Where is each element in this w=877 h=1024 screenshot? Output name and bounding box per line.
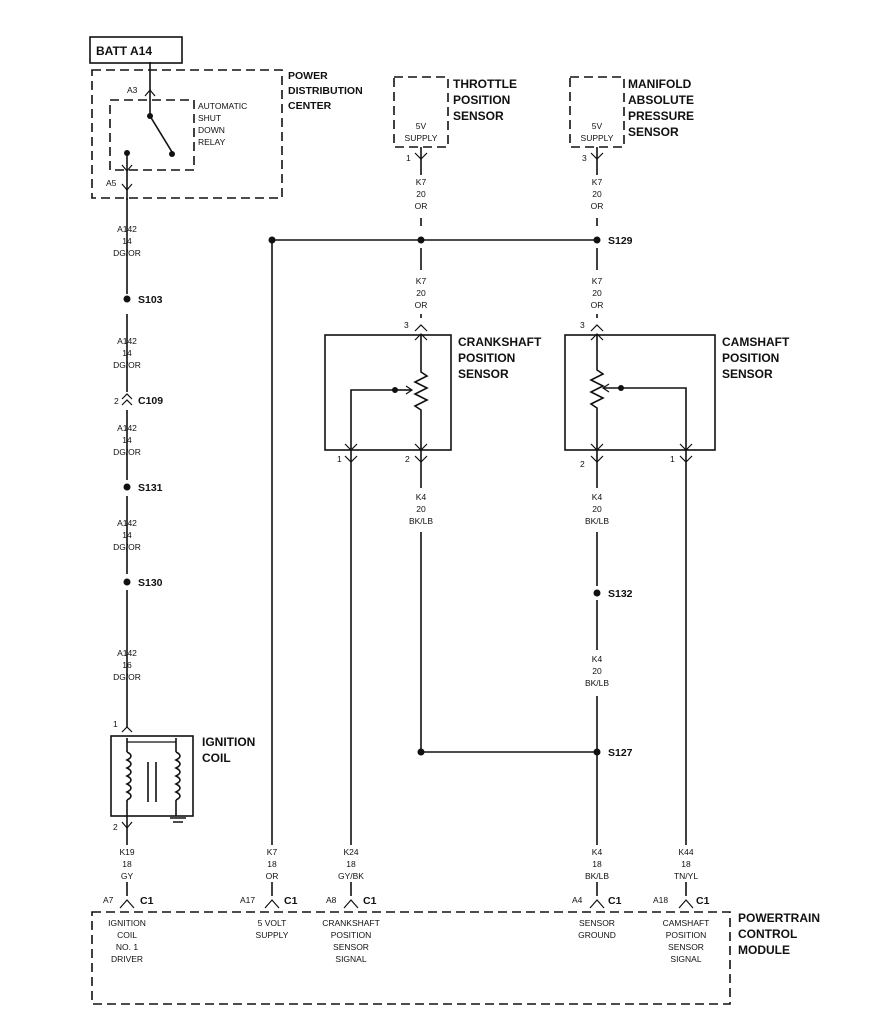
map-sensor-title: MANIFOLD ABSOLUTE PRESSURE SENSOR [628, 77, 697, 139]
map-sensor-box [569, 76, 625, 148]
svg-text:A17: A17 [240, 895, 255, 905]
relay-switch-arm [149, 115, 173, 153]
svg-text:C1: C1 [696, 895, 710, 907]
svg-text:2: 2 [113, 822, 118, 832]
svg-text:C109: C109 [138, 395, 163, 407]
svg-text:C1: C1 [363, 895, 377, 907]
svg-text:2: 2 [114, 396, 119, 406]
splice-s131 [123, 483, 131, 491]
batt-box [89, 36, 183, 64]
svg-text:A4: A4 [572, 895, 583, 905]
coil-secondary-winding [174, 751, 181, 801]
svg-text:1: 1 [337, 454, 342, 464]
cmp-title: CAMSHAFT POSITION SENSOR [722, 335, 793, 381]
splice-s129 [593, 236, 601, 244]
wire-k4-ckp [420, 450, 597, 753]
pdc-title: POWER DISTRIBUTION CENTER [288, 70, 366, 112]
coil-primary-winding [125, 751, 132, 801]
ground-icon [170, 817, 186, 823]
splice-s130 [123, 578, 131, 586]
pcm-pin-a17: A17 C1 [240, 895, 298, 909]
pdc-box [91, 69, 283, 199]
splice-s103 [123, 295, 131, 303]
svg-text:3: 3 [404, 320, 409, 330]
svg-text:2: 2 [580, 459, 585, 469]
cmp-box [564, 334, 716, 451]
batt-label: BATT A14 [96, 44, 152, 58]
ignition-coil-box [110, 735, 194, 817]
svg-text:S131: S131 [138, 482, 163, 494]
splice-s132 [593, 589, 601, 597]
pcm-pin-a8: A8 C1 [326, 895, 377, 909]
cmp-potentiometer [589, 335, 605, 450]
connector-c109 [121, 393, 133, 406]
splice-s127 [593, 748, 601, 756]
pcm-title: POWERTRAIN CONTROL MODULE [738, 911, 823, 957]
svg-text:1: 1 [406, 153, 411, 163]
svg-text:1: 1 [670, 454, 675, 464]
tps-box [393, 76, 449, 148]
asd-relay-label: AUTOMATIC SHUT DOWN RELAY [198, 101, 250, 147]
svg-text:A8: A8 [326, 895, 337, 905]
svg-text:C1: C1 [140, 895, 154, 907]
ckp-title: CRANKSHAFT POSITION SENSOR [458, 335, 545, 381]
pcm-pin-a4: A4 C1 [572, 895, 622, 909]
pcm-pin-a18: A18 C1 [653, 895, 710, 909]
svg-text:A18: A18 [653, 895, 668, 905]
svg-text:A7: A7 [103, 895, 114, 905]
svg-text:C1: C1 [284, 895, 298, 907]
svg-text:S132: S132 [608, 588, 633, 600]
svg-text:S127: S127 [608, 747, 633, 759]
ckp-potentiometer [413, 335, 429, 450]
pdc-pin-a5: A5 [106, 178, 117, 188]
asd-relay-box [109, 99, 195, 171]
svg-text:1: 1 [113, 719, 118, 729]
svg-text:S129: S129 [608, 235, 633, 247]
ckp-box [324, 334, 452, 451]
svg-text:2: 2 [405, 454, 410, 464]
svg-text:C1: C1 [608, 895, 622, 907]
svg-text:3: 3 [582, 153, 587, 163]
svg-text:S103: S103 [138, 294, 163, 306]
pcm-box [91, 911, 731, 1005]
pcm-pin-a7: A7 C1 [103, 895, 154, 909]
coil-core [147, 762, 157, 802]
tps-title: THROTTLE POSITION SENSOR [453, 77, 520, 123]
svg-text:S130: S130 [138, 577, 163, 589]
pdc-pin-a3: A3 [127, 85, 138, 95]
ignition-coil-title: IGNITION COIL [202, 735, 259, 765]
svg-text:3: 3 [580, 320, 585, 330]
